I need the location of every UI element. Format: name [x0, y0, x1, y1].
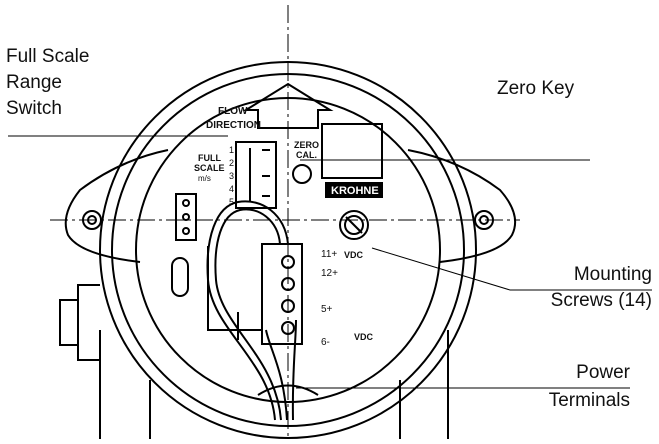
terminal-12: 12+	[321, 268, 338, 279]
callout-line: Range	[6, 72, 62, 93]
terminal-5: 5+	[321, 304, 333, 315]
callout-line: Full Scale	[6, 46, 90, 67]
housing-body	[99, 330, 449, 439]
cable-bundle	[206, 200, 289, 421]
vdc-top-label: VDC	[344, 250, 364, 260]
mounting-screws-label: Mounting Screws (14)	[520, 264, 652, 312]
fuse	[171, 257, 189, 297]
left-lug	[64, 149, 169, 263]
cable-gland	[59, 284, 100, 361]
direction-label: DIRECTION	[206, 120, 261, 131]
callout-line: Screws (14)	[550, 290, 652, 311]
full-scale-switch	[235, 141, 277, 209]
zero-label: ZERO	[294, 140, 319, 150]
terminal-block	[261, 243, 303, 345]
vdc-bottom-label: VDC	[354, 332, 374, 342]
mounting-screw	[339, 210, 369, 240]
right-lug	[407, 149, 516, 263]
zero-cal-button	[292, 164, 312, 184]
full-scale-range-switch-label: Full Scale Range Switch	[6, 46, 89, 120]
zero-key-label: Zero Key	[497, 78, 575, 99]
callout-line: Terminals	[548, 390, 630, 411]
switch-position-3: 3	[229, 171, 234, 181]
switch-position-4: 4	[229, 184, 234, 194]
power-terminals-label: Power Terminals	[500, 362, 630, 412]
flow-direction-arrow	[242, 82, 334, 129]
brand-plate	[325, 182, 383, 198]
terminal-6: 6-	[321, 337, 330, 348]
full-label: FULL	[198, 153, 221, 163]
units-label: m/s	[198, 174, 211, 183]
brand-text: KROHNE	[331, 185, 379, 197]
scale-label: SCALE	[194, 163, 225, 173]
leader-mounting-screws	[371, 247, 652, 291]
flow-label: FLOW	[218, 106, 248, 117]
callout-line: Switch	[6, 98, 62, 119]
switch-position-1: 1	[229, 145, 234, 155]
cal-label: CAL.	[296, 150, 317, 160]
zero-key	[321, 123, 383, 179]
cable-entry	[257, 384, 319, 396]
left-connector	[175, 193, 197, 241]
terminal-11: 11+	[321, 249, 337, 260]
switch-position-2: 2	[229, 158, 234, 168]
callout-line: Power	[576, 362, 630, 383]
callout-line: Mounting	[573, 264, 652, 285]
switch-position-5: 5	[229, 197, 234, 207]
housing-outer-ring	[99, 61, 477, 439]
